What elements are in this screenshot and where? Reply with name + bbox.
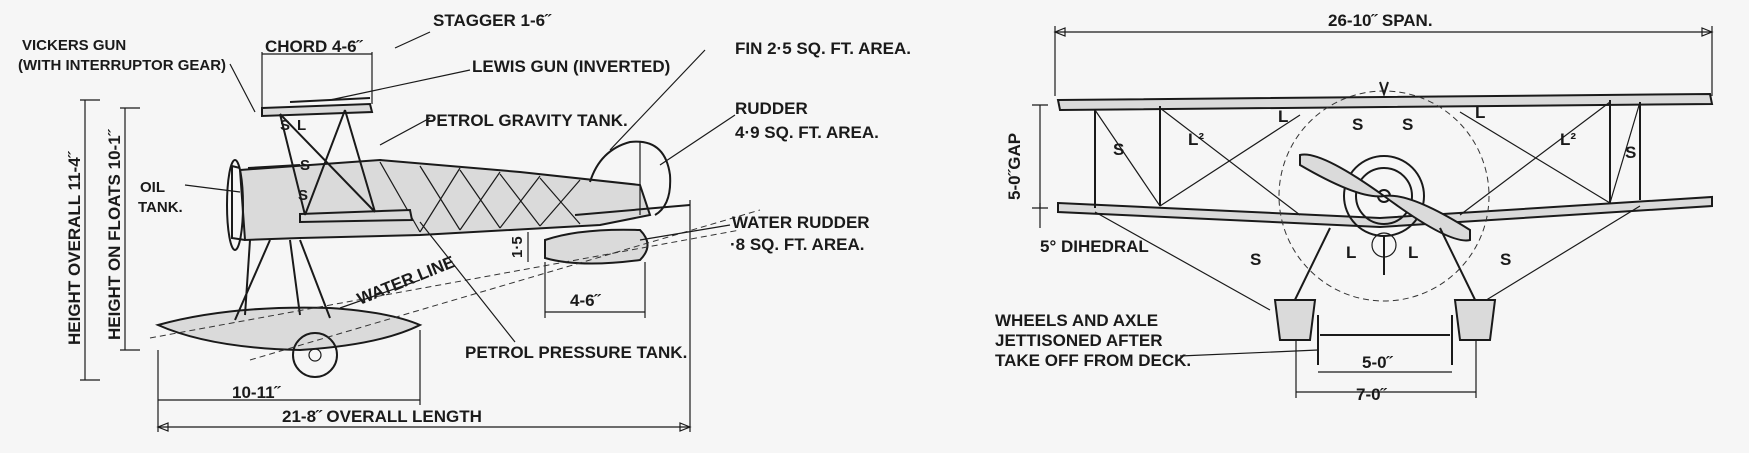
mark-l-left: L (1278, 107, 1288, 126)
front-lower-wing (1057, 195, 1713, 229)
wheels-label-2: JETTISONED AFTER (995, 331, 1163, 350)
float (155, 306, 423, 352)
front-upper-wing (1056, 92, 1714, 112)
oil-tank-label: OIL (140, 179, 165, 196)
overall-length-label: 21-8˝ OVERALL LENGTH (282, 407, 482, 426)
dim-5-0-label: 5-0˝ (1362, 353, 1394, 372)
dim-4-6-label: 4-6˝ (570, 291, 602, 310)
strut-mark-3: S (300, 157, 310, 174)
water-rudder-label-2: ·8 SQ. FT. AREA. (730, 235, 864, 254)
dim-15-label: 1·5 (509, 236, 526, 258)
chord-label: CHORD 4-6˝ (265, 37, 364, 56)
propeller-blade (1299, 153, 1387, 198)
mark-l-right: L (1475, 103, 1485, 122)
water-line-label: WATER LINE (354, 252, 457, 308)
mark-s-low-right: S (1500, 250, 1511, 269)
rudder-label: RUDDER (735, 99, 808, 118)
mark-s-top-right: S (1402, 115, 1413, 134)
petrol-pressure-tank-label: PETROL PRESSURE TANK. (465, 343, 687, 362)
strut-mark-4: S (298, 187, 308, 204)
left-float (1273, 299, 1317, 341)
strut-mark-1: S (280, 117, 290, 134)
rudder-label-2: 4·9 SQ. FT. AREA. (735, 123, 879, 142)
mark-l-low-left: L (1346, 243, 1356, 262)
petrol-gravity-tank-label: PETROL GRAVITY TANK. (425, 111, 628, 130)
mark-s-low-left: S (1250, 250, 1261, 269)
propeller-hub (226, 159, 244, 251)
mark-s-left: S (1113, 140, 1124, 159)
water-rudder-label: WATER RUDDER (732, 213, 870, 232)
gap-label: 5-0˝GAP (1005, 133, 1024, 200)
vickers-gun (247, 164, 301, 169)
tail-fin (589, 140, 672, 216)
dim-7-0-label: 7-0˝ (1356, 385, 1388, 404)
right-float (1453, 299, 1497, 341)
mark-l2-left: L² (1188, 130, 1204, 149)
strut-mark-2: L (297, 117, 306, 134)
dim-10-11-label: 10-11˝ (232, 383, 282, 402)
wheel (292, 332, 338, 378)
stagger-label: STAGGER 1-6˝ (433, 11, 552, 30)
wheels-label-1: WHEELS AND AXLE (995, 311, 1158, 330)
front-view: S S L² L² L L S S S S L L 26-10˝ SPAN. 5… (995, 11, 1714, 404)
mark-s-top-left: S (1352, 115, 1363, 134)
span-label: 26-10˝ SPAN. (1328, 11, 1433, 30)
upper-wing (261, 102, 374, 118)
mark-s-right: S (1625, 143, 1636, 162)
side-view: S L S S STAGGER 1-6˝ CHORD 4-6˝ VICKERS … (18, 11, 911, 432)
wheels-label-3: TAKE OFF FROM DECK. (995, 351, 1191, 370)
fin-label: FIN 2·5 SQ. FT. AREA. (735, 39, 911, 58)
vickers-gun-label-2: (WITH INTERRUPTOR GEAR) (18, 57, 226, 74)
mark-l-low-right: L (1408, 243, 1418, 262)
dihedral-label: 5° DIHEDRAL (1040, 237, 1149, 256)
height-overall-label: HEIGHT OVERALL 11-4˝ (65, 150, 84, 345)
vickers-gun-label: VICKERS GUN (22, 37, 126, 54)
oil-tank-label-2: TANK. (138, 199, 183, 216)
lewis-gun-label: LEWIS GUN (INVERTED) (472, 57, 670, 76)
mark-l2-right: L² (1560, 130, 1576, 149)
height-on-floats-label: HEIGHT ON FLOATS 10-1˝ (105, 128, 124, 340)
